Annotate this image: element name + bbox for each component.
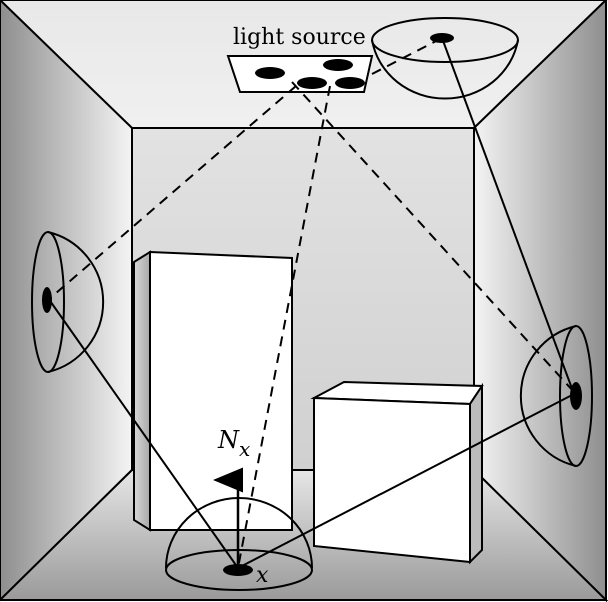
left-wall-hemisphere: [31, 231, 105, 373]
ray-light-to-top-hemisphere: [371, 37, 443, 75]
light-spot: [297, 77, 327, 89]
light-spot: [255, 67, 285, 79]
ceiling-hemisphere-base: [371, 17, 519, 63]
right-wall-hemisphere: [519, 325, 593, 467]
light-source: light source: [226, 25, 374, 93]
light-spot: [335, 77, 365, 89]
short-box-front: [313, 396, 471, 564]
ray-light-to-right-hemisphere: [291, 81, 575, 393]
normal-label: Nx: [217, 426, 250, 461]
left-wall-hemisphere-dome: [47, 231, 105, 373]
ceiling-hemisphere-center: [430, 33, 454, 43]
left-wall-hemisphere-center: [42, 287, 52, 313]
tall-box-side: [133, 250, 151, 532]
right-wall-hemisphere-dome: [519, 325, 577, 467]
right-wall-hemisphere-center: [570, 382, 582, 410]
ray-light-to-left-hemisphere: [47, 85, 297, 301]
short-box-side: [469, 382, 483, 565]
ray-light-to-floor-point: [237, 85, 331, 569]
right-wall-hemisphere-base: [559, 325, 593, 467]
normal-label-base: N: [217, 426, 240, 454]
short-box: [310, 380, 484, 565]
dashed-rays: [47, 37, 575, 569]
tall-box: [133, 250, 293, 532]
point-label: x: [256, 563, 269, 588]
tall-box-front: [149, 250, 293, 531]
floor-point-x: [223, 564, 253, 576]
left-wall-hemisphere-base: [31, 231, 65, 373]
light-source-label: light source: [233, 25, 366, 50]
surface-normal: Nx: [213, 426, 250, 566]
ceiling-hemisphere: [371, 17, 519, 100]
ray-right-hemisphere-to-point: [237, 393, 575, 569]
normal-label-subscript: x: [239, 437, 250, 461]
ray-left-hemisphere-to-point: [47, 297, 239, 569]
light-spot: [323, 59, 353, 71]
ceiling-hemisphere-dome: [371, 39, 519, 100]
